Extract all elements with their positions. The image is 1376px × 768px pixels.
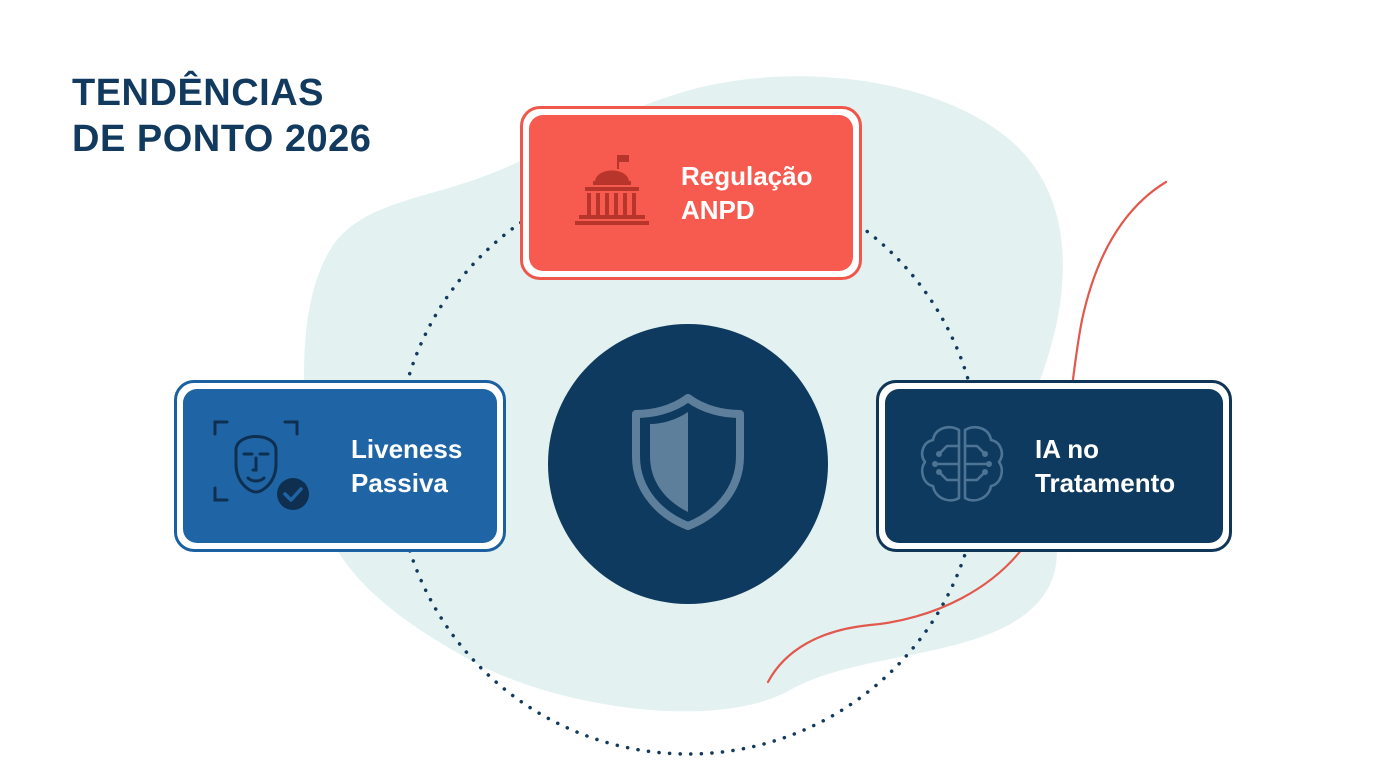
title-line-2: DE PONTO 2026 bbox=[72, 118, 372, 160]
card-liveness-line-2: Passiva bbox=[351, 468, 448, 498]
government-building-icon bbox=[567, 151, 657, 236]
card-ia-line-2: Tratamento bbox=[1035, 468, 1176, 498]
card-ia-body: IA no Tratamento bbox=[885, 389, 1223, 543]
brain-circuit-icon bbox=[917, 422, 1007, 511]
card-ia-label: IA no Tratamento bbox=[1035, 432, 1175, 500]
card-liveness-passiva: Liveness Passiva bbox=[174, 380, 506, 552]
card-liveness-line-1: Liveness bbox=[351, 434, 463, 464]
shield-icon bbox=[628, 392, 748, 537]
card-regulacao-label: Regulação ANPD bbox=[681, 159, 813, 227]
page-title: TENDÊNCIAS DE PONTO 2026 bbox=[72, 70, 371, 162]
face-scan-check-icon bbox=[211, 416, 311, 517]
card-liveness-body: Liveness Passiva bbox=[183, 389, 497, 543]
card-regulacao-line-2: ANPD bbox=[681, 195, 755, 225]
card-ia-line-1: IA no bbox=[1035, 434, 1100, 464]
card-liveness-label: Liveness Passiva bbox=[351, 432, 462, 500]
card-regulacao-line-1: Regulação bbox=[681, 161, 813, 191]
card-regulacao-anpd: Regulação ANPD bbox=[520, 106, 862, 280]
center-shield-disk bbox=[548, 324, 828, 604]
card-ia-no-tratamento: IA no Tratamento bbox=[876, 380, 1232, 552]
card-regulacao-body: Regulação ANPD bbox=[529, 115, 853, 271]
title-line-1: TENDÊNCIAS bbox=[72, 72, 325, 114]
